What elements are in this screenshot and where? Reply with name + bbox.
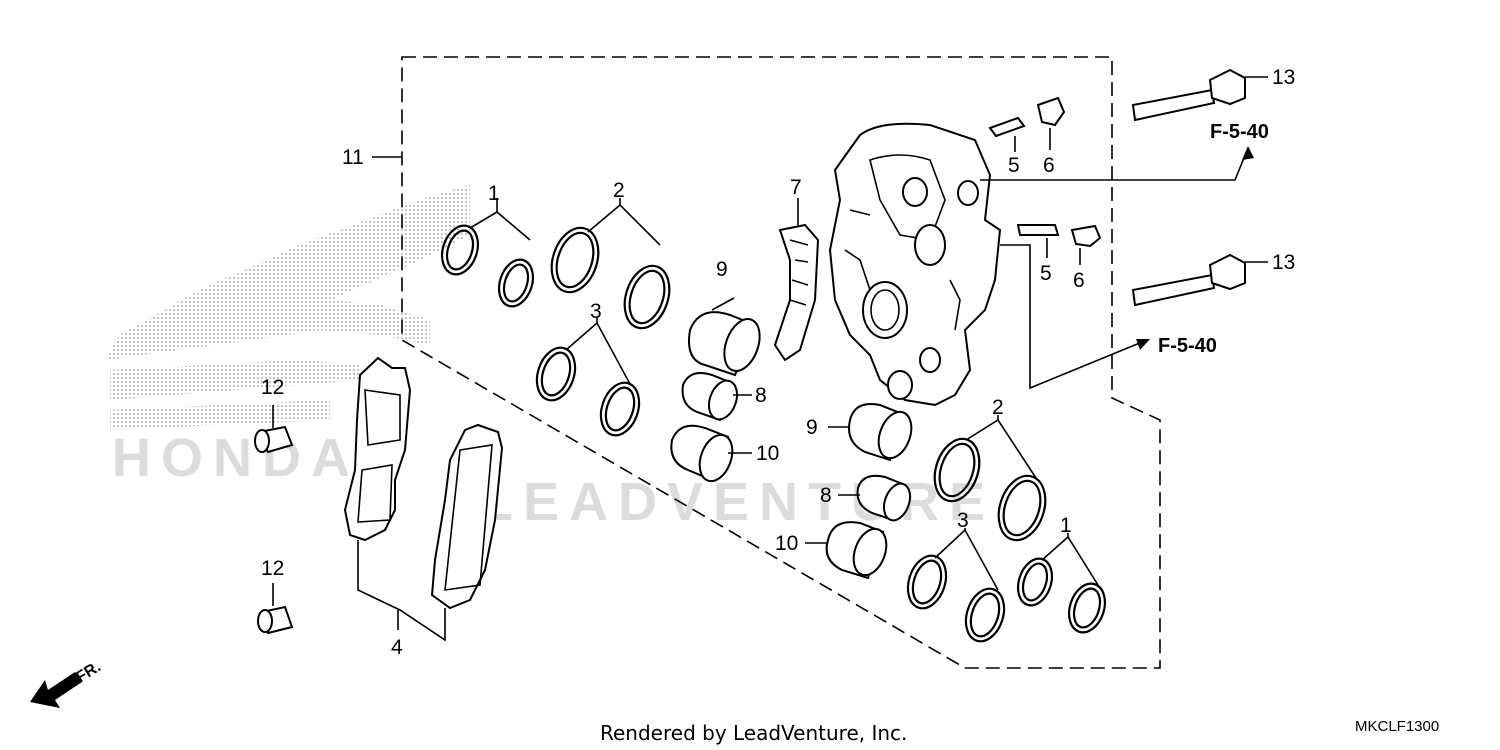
callout-6-top: 6: [1043, 154, 1055, 177]
callout-10-left: 10: [756, 442, 779, 465]
callout-1-right: 1: [1060, 514, 1072, 537]
callout-4: 4: [391, 636, 403, 659]
callout-12-upper: 12: [261, 376, 284, 399]
honda-watermark-text: HONDA: [112, 428, 360, 488]
callout-3-right: 3: [957, 509, 969, 532]
reference-lower: F-5-40: [1158, 335, 1217, 357]
reference-arrow-lower: [1000, 244, 1150, 390]
piston-10-right: [805, 521, 888, 580]
bleeder-cap-6-top: [1036, 96, 1066, 150]
callout-13-bottom: 13: [1272, 251, 1295, 274]
caliper-body: [828, 122, 1002, 407]
callout-3-left: 3: [590, 300, 602, 323]
sleeve-12-upper: [254, 405, 294, 454]
callout-6-bottom: 6: [1073, 269, 1085, 292]
bleeder-valve-5-top: [988, 116, 1026, 152]
pad-spring-7: [773, 198, 820, 362]
callout-5-top: 5: [1008, 154, 1020, 177]
piston-8-left: [681, 372, 752, 422]
callout-11: 11: [342, 146, 364, 169]
callout-2-left: 2: [613, 179, 625, 202]
dust-seal-3-left: [535, 318, 641, 437]
assembly-boundary: [401, 56, 1161, 669]
piston-10-left: [670, 424, 752, 483]
callout-9-right: 9: [806, 416, 818, 439]
reference-upper: F-5-40: [1210, 121, 1269, 143]
footer-credit: Rendered by LeadVenture, Inc.: [600, 721, 907, 745]
piston-seal-2-left: [550, 198, 671, 330]
callout-5-bottom: 5: [1040, 262, 1052, 285]
piston-9-left: [688, 297, 761, 377]
diagram-code: MKCLF1300: [1355, 718, 1439, 735]
reference-arrow-upper: [980, 146, 1254, 181]
callout-8-left: 8: [755, 384, 767, 407]
callout-2-right: 2: [992, 396, 1004, 419]
callout-13-top: 13: [1272, 66, 1295, 89]
callout-9-left: 9: [716, 258, 728, 281]
callout-line-4: [357, 540, 446, 642]
mounting-bolt-13-bottom: [1131, 253, 1268, 307]
sleeve-12-lower: [257, 583, 294, 635]
piston-seal-1-right: [1016, 533, 1107, 634]
bleeder-cap-6-bottom: [1070, 224, 1102, 265]
piston-8-right: [838, 474, 912, 522]
callout-10-right: 10: [775, 532, 798, 555]
callout-7: 7: [790, 176, 802, 199]
brake-pad-inner: [343, 356, 412, 542]
callout-1-left: 1: [488, 182, 500, 205]
mounting-bolt-13-top: [1131, 68, 1268, 122]
front-direction-arrow: FR.: [30, 658, 104, 708]
dust-seal-3-right: [906, 528, 1006, 643]
callout-8-right: 8: [820, 484, 832, 507]
leadventure-watermark-text: LEADVENTURE: [480, 472, 995, 532]
bleeder-valve-5-bottom: [1016, 224, 1060, 258]
piston-seal-2-right: [933, 415, 1047, 542]
piston-9-right: [828, 403, 913, 462]
brake-pad-outer: [430, 423, 504, 610]
piston-seal-1-left: [440, 198, 535, 308]
callout-12-lower: 12: [261, 557, 284, 580]
